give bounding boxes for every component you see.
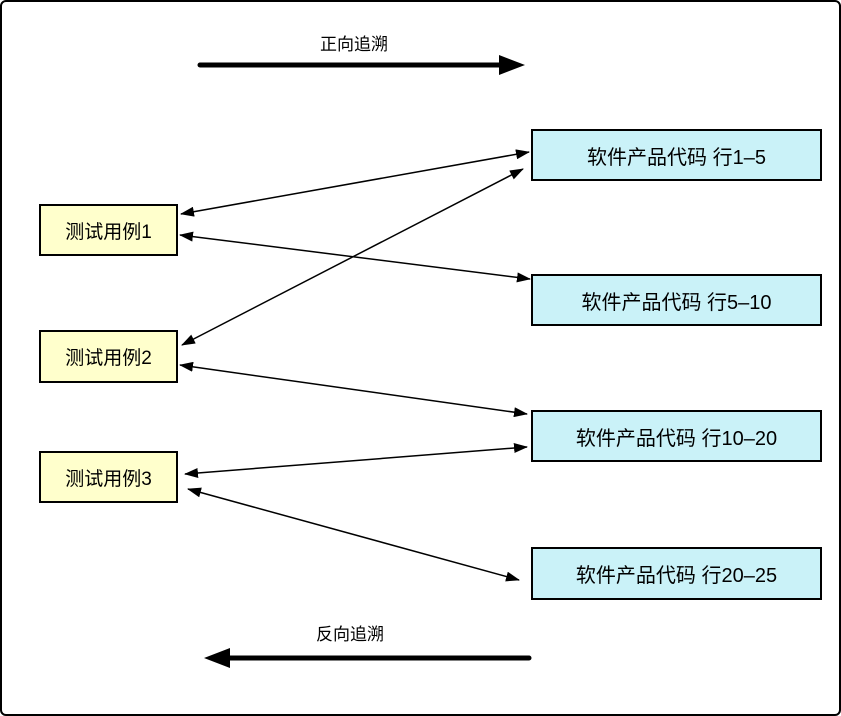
edge-tc3-code-20-25 [187,487,520,582]
node-test-case-2: 测试用例2 [39,330,178,383]
node-code-lines-1-5: 软件产品代码 行1–5 [531,129,822,181]
node-code-lines-20-25: 软件产品代码 行20–25 [531,547,822,600]
forward-trace-label: 正向追溯 [320,35,388,54]
node-code-lines-5-10: 软件产品代码 行5–10 [531,274,822,326]
edge-tc3-code-10-20 [184,443,528,478]
edge-tc2-code-10-20 [179,361,528,418]
edge-tc1-code-5-10 [179,231,531,283]
node-test-case-3: 测试用例3 [39,451,178,503]
backward-trace-label: 反向追溯 [316,625,384,644]
edge-tc2-code-1-5 [181,168,524,346]
node-code-lines-10-20: 软件产品代码 行10–20 [531,410,822,462]
edge-tc1-code-1-5 [180,149,530,217]
node-test-case-1: 测试用例1 [39,204,178,256]
